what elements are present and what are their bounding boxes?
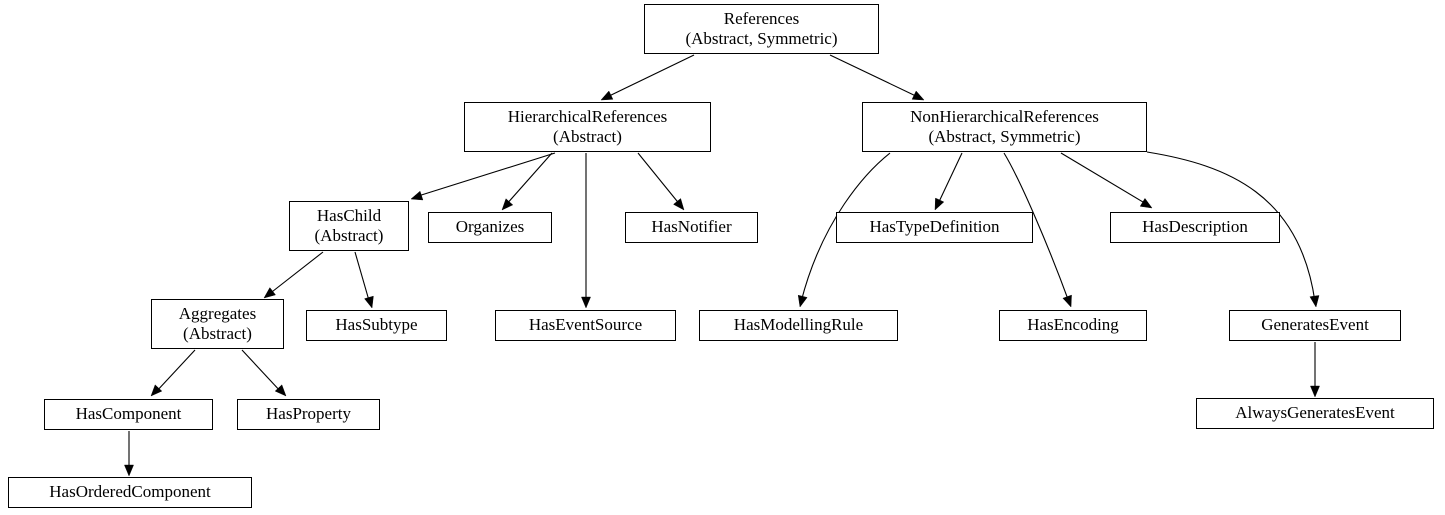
node-label: NonHierarchicalReferences (910, 106, 1099, 126)
edge-arrowhead-icon (673, 198, 685, 211)
node-label: AlwaysGeneratesEvent (1235, 403, 1395, 423)
edge-arrowhead-icon (364, 295, 374, 309)
node-sublabel: (Abstract, Symmetric) (685, 29, 838, 48)
edge-arrowhead-icon (1062, 294, 1072, 308)
edge-line (604, 54, 695, 99)
edge-arrowhead-icon (263, 287, 276, 299)
edge-haschild-to-hassubtype (354, 251, 374, 309)
edge-arrowhead-icon (1310, 385, 1320, 398)
edge-arrowhead-icon (1139, 198, 1153, 209)
node-haschild[interactable]: HasChild(Abstract) (289, 201, 409, 251)
edge-line (154, 349, 196, 394)
edge-line (1146, 151, 1316, 303)
edge-hierarchicalreferences-to-hasnotifier (637, 152, 685, 211)
edge-arrowhead-icon (581, 296, 591, 309)
node-label: Aggregates (178, 303, 257, 323)
edge-nonhierarchicalreferences-to-hasdescription (1060, 152, 1153, 209)
node-label: HasTypeDefinition (869, 217, 1000, 237)
node-organizes[interactable]: Organizes (428, 212, 552, 243)
edge-line (936, 152, 963, 207)
node-sublabel: (Abstract) (553, 127, 622, 146)
edge-line (504, 152, 553, 207)
node-generatesevent[interactable]: GeneratesEvent (1229, 310, 1401, 341)
edge-hascomponent-to-hasorderedcomponent (124, 431, 134, 477)
edge-arrowhead-icon (1309, 295, 1320, 308)
node-aggregates[interactable]: Aggregates(Abstract) (151, 299, 284, 349)
node-alwaysgeneratesevent[interactable]: AlwaysGeneratesEvent (1196, 398, 1434, 429)
node-label: HasEncoding (1027, 315, 1119, 335)
node-label: References (723, 8, 800, 28)
edge-arrowhead-icon (410, 190, 424, 201)
edge-generatesevent-to-alwaysgeneratesevent (1310, 342, 1320, 398)
edge-line (829, 54, 921, 99)
edge-line (241, 349, 283, 394)
node-hasdescription[interactable]: HasDescription (1110, 212, 1280, 243)
edge-aggregates-to-hasproperty (241, 349, 287, 397)
edge-line (354, 251, 371, 305)
node-haseventsource[interactable]: HasEventSource (495, 310, 676, 341)
edge-arrowhead-icon (600, 90, 614, 101)
node-label: HasProperty (266, 404, 351, 424)
node-hascomponent[interactable]: HasComponent (44, 399, 213, 430)
edge-arrowhead-icon (150, 384, 163, 397)
node-hasproperty[interactable]: HasProperty (237, 399, 380, 430)
node-nonhierarchicalreferences[interactable]: NonHierarchicalReferences(Abstract, Symm… (862, 102, 1147, 152)
node-label: HasEventSource (528, 315, 643, 335)
edge-hierarchicalreferences-to-organizes (501, 152, 553, 211)
node-label: GeneratesEvent (1261, 315, 1369, 335)
edge-nonhierarchicalreferences-to-hastypedefinition (934, 152, 963, 211)
node-label: HasSubtype (335, 315, 418, 335)
edge-hierarchicalreferences-to-haschild (410, 152, 556, 201)
node-label: HasModellingRule (733, 315, 864, 335)
edge-arrowhead-icon (911, 90, 925, 101)
node-label: HasComponent (75, 404, 182, 424)
edge-line (1003, 152, 1070, 303)
edge-arrowhead-icon (274, 384, 287, 397)
node-label: HasChild (316, 205, 382, 225)
node-hastypedefinition[interactable]: HasTypeDefinition (836, 212, 1033, 243)
node-hasorderedcomponent[interactable]: HasOrderedComponent (8, 477, 252, 508)
edge-line (800, 152, 891, 303)
node-sublabel: (Abstract) (314, 226, 384, 245)
edge-nonhierarchicalreferences-to-generatesevent (1146, 151, 1320, 308)
node-hasnotifier[interactable]: HasNotifier (625, 212, 758, 243)
node-sublabel: (Abstract, Symmetric) (928, 127, 1081, 146)
edge-references-to-nonhierarchicalreferences (829, 54, 925, 101)
edge-aggregates-to-hascomponent (150, 349, 196, 397)
edge-arrowhead-icon (124, 464, 134, 477)
node-label: HasOrderedComponent (49, 482, 211, 502)
node-label: Organizes (455, 217, 525, 237)
edge-arrowhead-icon (797, 294, 808, 308)
node-hasencoding[interactable]: HasEncoding (999, 310, 1147, 341)
edge-arrowhead-icon (934, 197, 945, 211)
edge-nonhierarchicalreferences-to-hasencoding (1003, 152, 1072, 308)
edge-line (637, 152, 682, 207)
node-hasmodellingrule[interactable]: HasModellingRule (699, 310, 898, 341)
edge-line (1060, 152, 1149, 206)
edge-hierarchicalreferences-to-haseventsource (581, 153, 591, 309)
node-sublabel: (Abstract) (183, 324, 252, 343)
node-label: HierarchicalReferences (507, 106, 668, 126)
node-hassubtype[interactable]: HasSubtype (306, 310, 447, 341)
edge-references-to-hierarchicalreferences (600, 54, 695, 101)
node-references[interactable]: References(Abstract, Symmetric) (644, 4, 879, 54)
edge-haschild-to-aggregates (263, 251, 324, 299)
node-label: HasDescription (1142, 217, 1248, 237)
edge-arrowhead-icon (501, 198, 514, 211)
node-hierarchicalreferences[interactable]: HierarchicalReferences(Abstract) (464, 102, 711, 152)
edge-group (124, 54, 1320, 477)
edge-nonhierarchicalreferences-to-hasmodellingrule (797, 152, 891, 308)
node-label: HasNotifier (651, 217, 732, 237)
edge-line (267, 251, 324, 296)
edge-line (414, 152, 556, 198)
